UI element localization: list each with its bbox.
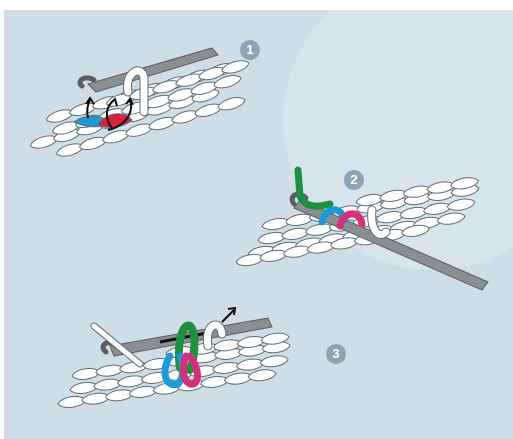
fabric-swatch	[235, 176, 479, 268]
step-3-illustration	[57, 308, 290, 409]
step-number-icon: 1	[240, 40, 260, 60]
step-2-illustration	[235, 170, 488, 290]
arrow-icon	[222, 308, 235, 322]
green-loop	[298, 170, 330, 206]
step-1-illustration	[29, 48, 250, 159]
step-number-icon: 3	[326, 344, 346, 364]
step-number-icon: 2	[344, 170, 364, 190]
